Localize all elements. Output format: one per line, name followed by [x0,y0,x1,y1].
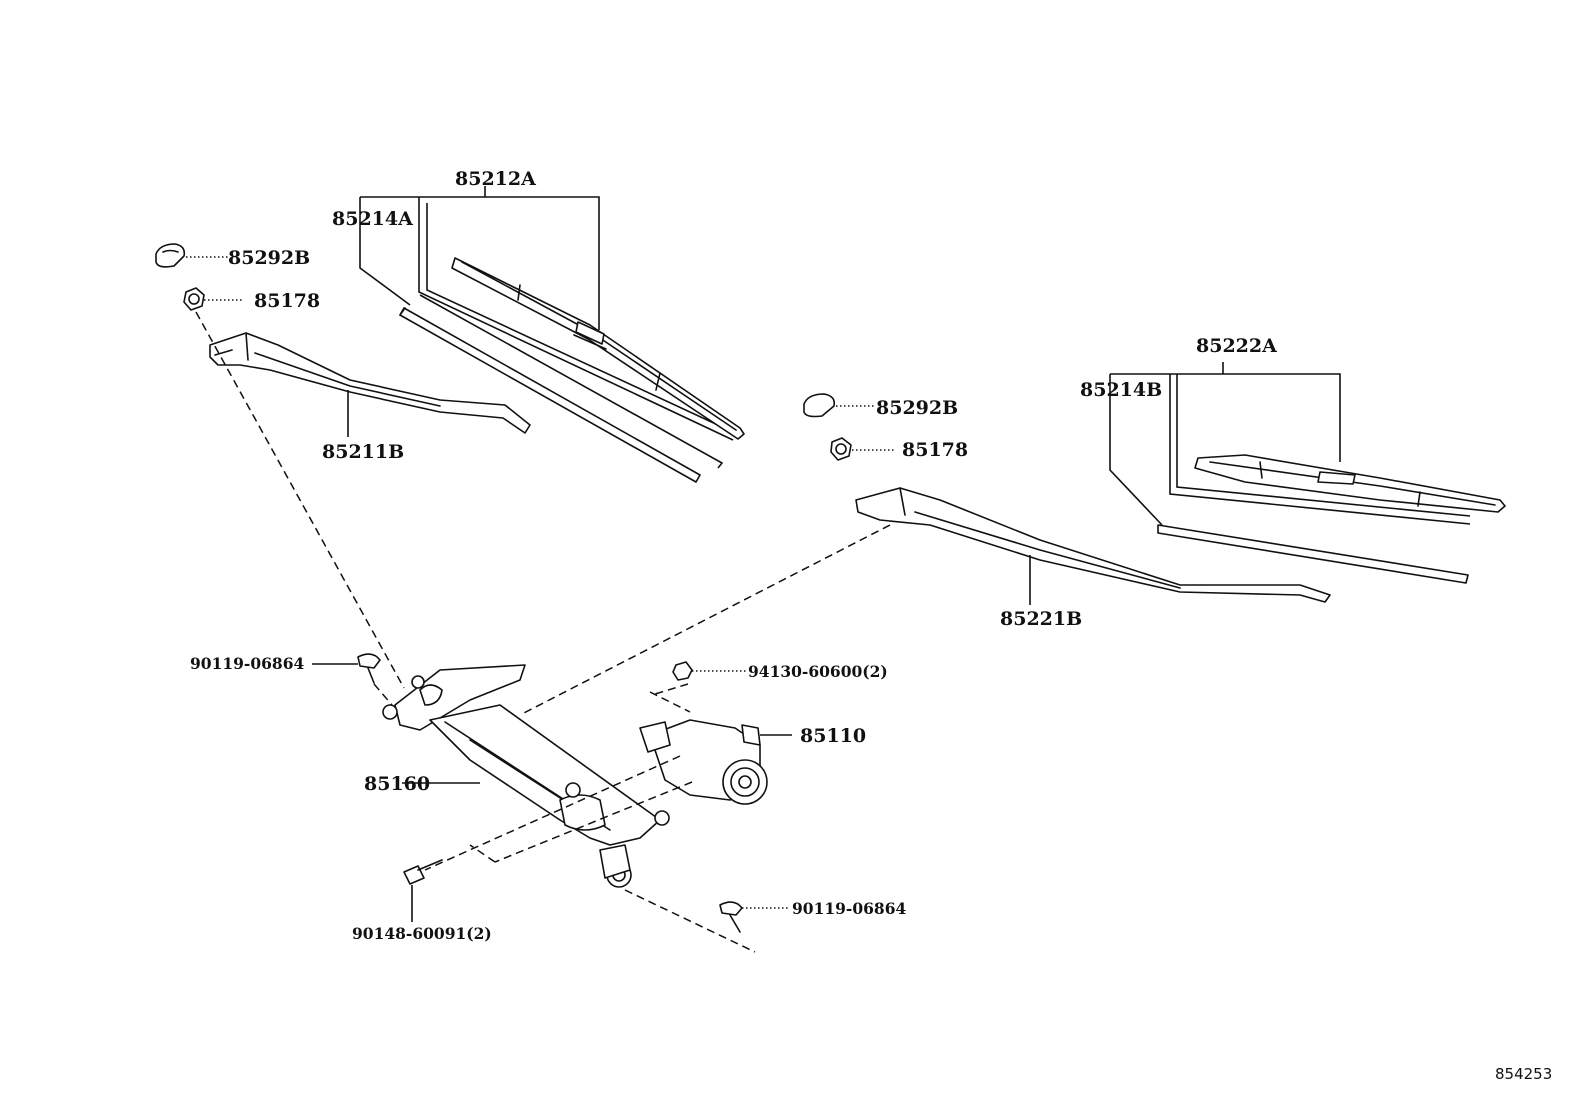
label-85211B: 85211B [322,441,404,463]
bolt-90119-top [312,653,381,684]
label-85110: 85110 [800,725,866,747]
left-blade-assembly [359,186,745,483]
bolt-90119-bottom [719,901,790,933]
label-85212A: 85212A [455,168,536,190]
assembly-guide-lines [195,311,891,953]
label-85292B-right: 85292B [876,397,958,419]
label-90148-60091: 90148-60091(2) [352,924,492,943]
label-85221B: 85221B [1000,608,1082,630]
label-85214B: 85214B [1080,379,1162,401]
right-pivot-cap [803,393,876,418]
label-85222A: 85222A [1196,335,1277,357]
bolt-90148 [403,859,443,922]
wiper-linkage [382,664,670,888]
right-blade-assembly [1109,362,1506,584]
label-85292B-left: 85292B [228,247,310,269]
right-pivot-nut [830,437,896,461]
label-85160: 85160 [364,773,430,795]
left-wiper-arm [209,332,531,437]
label-94130-60600: 94130-60600(2) [748,662,888,681]
label-90119-06864-top: 90119-06864 [190,654,304,673]
diagram-reference-number: 854253 [1495,1065,1552,1083]
right-wiper-arm [855,487,1331,605]
label-85214A: 85214A [332,208,413,230]
left-pivot-cap [155,243,228,268]
wiper-motor [639,719,792,805]
nut-94130 [672,661,746,681]
left-pivot-nut [183,287,244,311]
label-85178-right: 85178 [902,439,968,461]
label-90119-06864-bottom: 90119-06864 [792,899,906,918]
label-85178-left: 85178 [254,290,320,312]
